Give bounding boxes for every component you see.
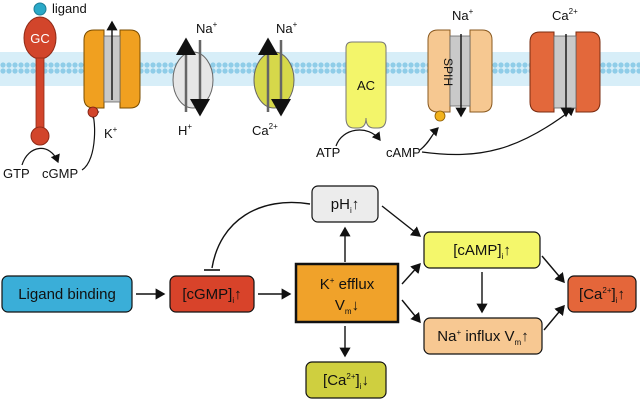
arrow-camp-to-ca <box>541 255 565 284</box>
arrow-k-to-camp <box>401 262 421 285</box>
spih-na-label: Na+ <box>452 7 474 23</box>
ca-channel-label: Ca2+ <box>552 7 578 23</box>
inhibition-ph-to-cgmp <box>211 201 311 269</box>
ligand-binding-label: Ligand binding <box>18 286 116 303</box>
arrow-na-to-ca <box>543 304 565 331</box>
na-h-exchanger <box>172 37 214 117</box>
nhe-na-label: Na+ <box>196 20 218 36</box>
arrow-k-to-na <box>401 299 421 324</box>
na-influx-label: Na+ influx Vm↑ <box>437 328 528 347</box>
k-efflux-line1: K+ efflux <box>320 276 375 293</box>
cgmp-label: cGMP <box>42 166 78 181</box>
ph-box-label: pHi↑ <box>331 196 359 215</box>
ncx-na-label: Na+ <box>276 20 298 36</box>
ca-channel <box>529 31 601 118</box>
gtp-label: GTP <box>3 166 30 181</box>
na-influx-box <box>423 317 543 355</box>
nhe-h-label: H+ <box>178 122 192 138</box>
ligand-binding-box <box>1 275 133 313</box>
ncx-ca-label: Ca2+ <box>252 122 278 138</box>
ca-decrease-box <box>305 361 387 399</box>
camp-box-label: [cAMP]i↑ <box>453 242 511 261</box>
arrow-ph-to-camp <box>381 205 422 237</box>
spih-label: SPIH <box>441 58 455 86</box>
ca-decrease-label: [Ca2+]i↓ <box>323 372 369 391</box>
atp-label: ATP <box>316 145 340 160</box>
guanylyl-cyclase-receptor: GC ligand <box>23 1 87 146</box>
ligand-label: ligand <box>52 1 87 16</box>
ac-label: AC <box>357 78 375 93</box>
cgmp-box-label: [cGMP]i↑ <box>182 286 241 305</box>
camp-box <box>423 231 541 269</box>
k-efflux-line2: Vm↓ <box>335 297 359 316</box>
adenylyl-cyclase: AC <box>345 41 387 129</box>
spih-channel: SPIH <box>427 29 493 122</box>
k-efflux-box <box>294 262 400 324</box>
ligand-icon <box>33 2 47 16</box>
na-ca-exchanger <box>253 37 295 117</box>
ph-box <box>311 185 379 223</box>
k-ion-label: K+ <box>104 125 118 141</box>
camp-label: cAMP <box>386 145 421 160</box>
gc-label: GC <box>30 31 50 46</box>
ca-increase-label: [Ca2+]i↑ <box>579 286 625 305</box>
ca-increase-box <box>567 275 637 313</box>
k-channel <box>83 20 141 118</box>
cgmp-box <box>169 275 255 313</box>
